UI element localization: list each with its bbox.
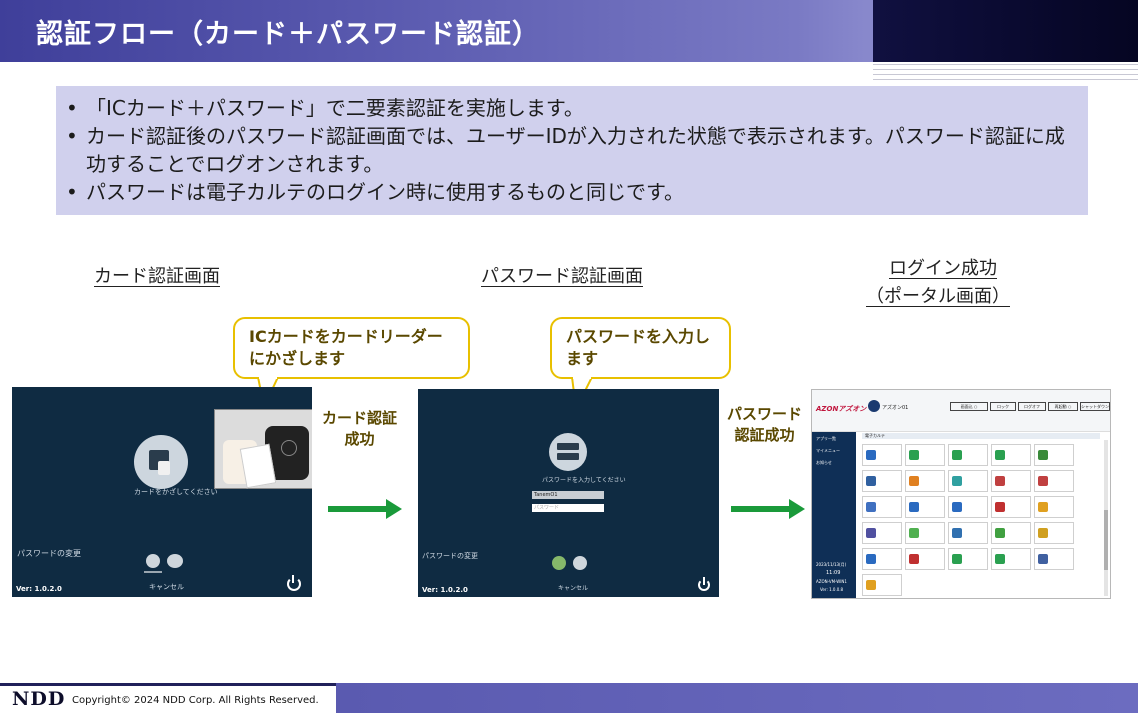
flow-arrow-2-head [789, 499, 805, 519]
footer-top-line [0, 683, 336, 686]
app-tile[interactable] [1034, 548, 1074, 570]
app-tile[interactable] [991, 496, 1031, 518]
slide-footer: NDD Copyright© 2024 NDD Corp. All Rights… [0, 683, 1138, 713]
password-field[interactable]: パスワード [532, 504, 604, 512]
app-tile[interactable] [948, 496, 988, 518]
app-tile[interactable] [948, 522, 988, 544]
password-success-label: パスワード 認証成功 [727, 405, 803, 444]
app-tile[interactable] [862, 548, 902, 570]
portal-button[interactable]: ログオフ [1018, 402, 1046, 411]
app-tile[interactable] [905, 522, 945, 544]
app-tile[interactable] [991, 470, 1031, 492]
portal-button[interactable]: シャットダウン [1080, 402, 1110, 411]
bullet-item: パスワードは電子カルテのログイン時に使用するものと同じです。 [66, 178, 1078, 206]
app-tile[interactable] [905, 470, 945, 492]
bullet-panel: 「ICカード＋パスワード」で二要素認証を実施します。 カード認証後のパスワード認… [56, 86, 1088, 215]
app-tile[interactable] [905, 444, 945, 466]
card-prompt-text: カードをかざしてください [134, 488, 218, 496]
portal-date: 2023/11/13(月) [816, 562, 847, 567]
app-tile[interactable] [1034, 522, 1074, 544]
portal-sidebar: アプリ一覧 マイメニュー お知らせ 2023/11/13(月) 11:09 AZ… [812, 432, 856, 598]
login-success-label: ログイン成功 [889, 258, 997, 279]
power-icon[interactable] [287, 575, 301, 591]
cancel-button[interactable]: キャンセル [149, 583, 184, 591]
card-reader-icon [134, 435, 188, 489]
change-password-link[interactable]: パスワードの変更 [17, 549, 81, 558]
app-tile[interactable] [991, 444, 1031, 466]
portal-version: Ver: 1.0.0.8 [820, 587, 844, 592]
portal-time: 11:09 [826, 570, 841, 576]
app-tile[interactable] [991, 522, 1031, 544]
portal-scrollbar[interactable] [1104, 440, 1108, 596]
copyright-text: Copyright© 2024 NDD Corp. All Rights Res… [72, 695, 319, 706]
portal-button[interactable]: 再起動 ○ [1048, 402, 1078, 411]
bullet-item: カード認証後のパスワード認証画面では、ユーザーIDが入力された状態で表示されます… [66, 122, 1078, 178]
card-icon[interactable] [573, 556, 587, 570]
app-tile[interactable] [1034, 470, 1074, 492]
user-avatar [868, 400, 880, 412]
card-callout: ICカードをカードリーダーにかざします [233, 317, 470, 379]
app-tile[interactable] [1034, 444, 1074, 466]
card-icon[interactable] [167, 554, 183, 568]
app-tile[interactable] [948, 548, 988, 570]
sidebar-item-apps[interactable]: アプリ一覧 [816, 436, 836, 441]
flow-arrow-1 [328, 506, 388, 512]
card-success-label: カード認証 成功 [322, 409, 398, 448]
cancel-button[interactable]: キャンセル [558, 585, 589, 592]
app-tile[interactable] [948, 444, 988, 466]
login-form-icon [549, 433, 587, 471]
bullet-item: 「ICカード＋パスワード」で二要素認証を実施します。 [66, 94, 1078, 122]
decorative-stripes [873, 64, 1138, 84]
app-tile[interactable] [948, 470, 988, 492]
version-text: Ver: 1.0.2.0 [16, 585, 62, 593]
password-callout: パスワードを入力します [550, 317, 731, 379]
change-password-link[interactable]: パスワードの変更 [422, 552, 478, 560]
app-tile[interactable] [862, 444, 902, 466]
password-prompt-text: パスワードを入力してください [542, 477, 626, 484]
card-reader-photo [214, 409, 312, 489]
portal-logo: AZONアズオン [816, 405, 867, 413]
app-tile[interactable] [862, 496, 902, 518]
portal-section-header: 電子カルテ [862, 433, 1100, 439]
app-tile[interactable] [1034, 496, 1074, 518]
ndd-logo: NDD [12, 688, 66, 710]
power-icon[interactable] [698, 577, 710, 591]
portal-user-name: アズオン01 [882, 405, 909, 411]
sidebar-item-my-menu[interactable]: マイメニュー [816, 448, 840, 453]
app-tile[interactable] [905, 548, 945, 570]
app-tile[interactable] [905, 496, 945, 518]
slide-header-dark-block [873, 0, 1138, 62]
portal-screen: AZONアズオン アズオン01 画面込 ○ ロック ログオフ 再起動 ○ シャッ… [811, 389, 1111, 599]
app-tile[interactable] [862, 574, 902, 596]
password-auth-screen-label: パスワード認証画面 [481, 266, 643, 287]
app-tile[interactable] [991, 548, 1031, 570]
version-text: Ver: 1.0.2.0 [422, 586, 468, 594]
flow-arrow-1-head [386, 499, 402, 519]
password-auth-screen: パスワードを入力してください TanemO1 パスワード パスワードの変更 キャ… [418, 389, 719, 597]
portal-host: AZON-VM-WIN1 [816, 579, 847, 584]
userid-field[interactable]: TanemO1 [532, 491, 604, 499]
flow-arrow-2 [731, 506, 791, 512]
app-tile[interactable] [862, 470, 902, 492]
slide-title: 認証フロー（カード＋パスワード認証） [36, 19, 540, 50]
app-tile[interactable] [862, 522, 902, 544]
portal-button[interactable]: 画面込 ○ [950, 402, 988, 411]
portal-screen-label: （ポータル画面） [866, 286, 1010, 307]
keyboard-icon[interactable] [146, 554, 160, 568]
card-auth-screen: カードをかざしてください パスワードの変更 キャンセル Ver: 1.0.2.0 [12, 387, 312, 597]
portal-button[interactable]: ロック [990, 402, 1016, 411]
keyboard-icon[interactable] [552, 556, 566, 570]
card-auth-screen-label: カード認証画面 [94, 266, 220, 287]
sidebar-item-notices[interactable]: お知らせ [816, 460, 832, 465]
